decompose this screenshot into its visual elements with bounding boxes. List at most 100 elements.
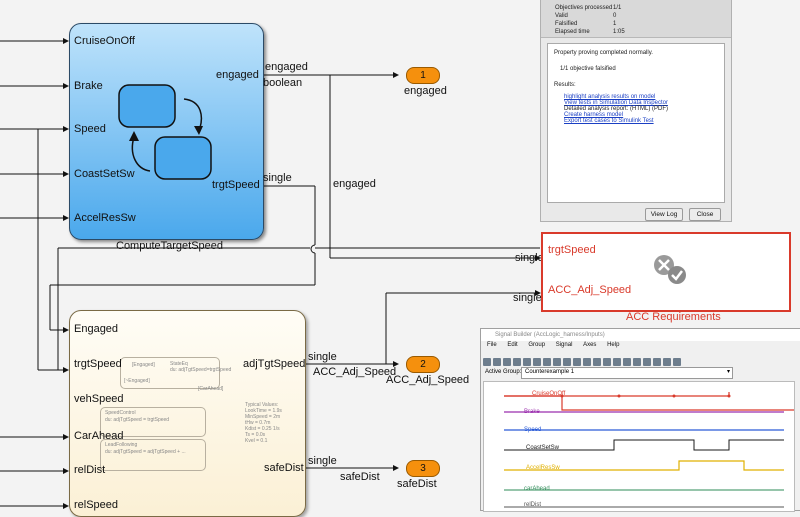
states-name: StateEq [170,361,188,367]
lead-following-action: du: adjTgtSpeed = adjTgtSpeed + ... [105,449,186,455]
signal-builder-window: Signal Builder (AccLogic_harness/Inputs)… [480,328,800,512]
requirements-block-name: ACC Requirements [626,311,721,323]
signal-cruiseonoff[interactable]: CruiseOnOff [532,391,566,397]
port-carahead-in: CarAhead [74,430,124,442]
help-icon[interactable] [673,358,681,366]
signal-traces [504,392,794,508]
signal-carahead[interactable]: carAhead [524,486,550,492]
req-port-trgtspeed: trgtSpeed [548,244,596,256]
signal-type-trgt: single [263,172,292,184]
port-engaged-out: engaged [216,69,259,81]
outport-2-label: ACC_Adj_Speed [386,374,470,386]
states-substate [120,357,220,389]
menu-file[interactable]: File [487,342,497,348]
port-brake: Brake [74,80,103,92]
square-icon[interactable] [593,358,601,366]
paste-icon[interactable] [533,358,541,366]
outport-1[interactable]: 1 [406,67,440,84]
port-vehspeed-in: vehSpeed [74,393,124,405]
active-group-label: Active Group: [485,369,522,375]
chevron-down-icon: ▾ [726,369,730,375]
carahead-guard: [CarAhead] [198,386,224,392]
play-icon[interactable] [633,358,641,366]
zoom-icon[interactable] [623,358,631,366]
states-action: du: adjTgtSpeed=trgtSpeed [170,367,232,373]
signal-type-req2: single [513,292,542,304]
toolbar [483,353,800,366]
port-speed: Speed [74,123,106,135]
signal-type-safe: single [308,455,337,467]
acc-logic-chart[interactable]: StateEq du: adjTgtSpeed=trgtSpeed [Engag… [69,310,306,517]
menu-signal[interactable]: Signal [555,342,573,348]
stop-icon[interactable] [653,358,661,366]
line-icon[interactable] [563,358,571,366]
signal-label-engaged-vertical: engaged [333,178,376,190]
port-trgtspeed-out: trgtSpeed [212,179,260,191]
signal-type-req1: single [515,252,544,264]
engaged-guard: [Engaged] [132,362,155,368]
undo-icon[interactable] [543,358,551,366]
outport-1-label: engaged [404,85,447,97]
menu-axes[interactable]: Axes [583,342,597,348]
port-trgtspeed-in: trgtSpeed [74,358,122,370]
active-group-row: Active Group: Counterexample 1 ▾ [481,367,800,379]
port-relspeed-in: relSpeed [74,499,119,511]
link-report[interactable]: Detailed analysis report: (HTML) (PDF) [564,106,669,112]
lead-following-state [100,439,206,471]
signal-reldist[interactable]: relDist [524,502,542,508]
port-accelressw: AccelResSw [74,212,136,224]
view-log-button[interactable]: View Log [645,208,683,221]
outport-2[interactable]: 2 [406,356,440,373]
link-export[interactable]: Export test cases to Simulink Test [564,118,654,124]
link-highlight[interactable]: highlight analysis results on model [564,94,656,100]
speed-control-name: SpeedControl [105,410,136,416]
sine-icon[interactable] [613,358,621,366]
link-harness[interactable]: Create harness model [564,112,624,118]
compute-target-speed-chart[interactable] [69,23,264,240]
open-icon[interactable] [483,358,491,366]
pulse-icon[interactable] [583,358,591,366]
print-icon[interactable] [503,358,511,366]
signal-plot-area[interactable]: CruiseOnOff Brake Speed CoastSetSw Accel… [483,381,795,512]
outport-3[interactable]: 3 [406,460,440,477]
signal-label-adj: ACC_Adj_Speed [313,366,397,378]
results-text: Property proving completed normally. 1/1… [547,43,725,203]
pause-icon[interactable] [643,358,651,366]
menu-help[interactable]: Help [607,342,620,348]
not-engaged-guard: [~Engaged] [124,378,150,384]
redo-icon[interactable] [553,358,561,366]
window-title: Signal Builder (AccLogic_harness/Inputs) [481,329,800,341]
port-engaged-in: Engaged [74,323,119,335]
port-adjtgtspeed-out: adjTgtSpeed [243,358,306,370]
typical-values-note: Typical Values: LookTime = 1.9s MinSpeed… [245,402,282,444]
signal-brake[interactable]: Brake [524,409,540,415]
speed-control-action: du: adjTgtSpeed = trgtSpeed [105,417,170,423]
active-group-select[interactable]: Counterexample 1 ▾ [521,367,733,379]
save-icon[interactable] [493,358,501,366]
step-icon[interactable] [573,358,581,366]
menu-group[interactable]: Group [528,342,546,348]
menu-bar: File Edit Group Signal Axes Help [481,342,800,352]
ramp-icon[interactable] [603,358,611,366]
port-safedist-out: safeDist [264,462,304,474]
signal-accelressw[interactable]: AccelResSw [526,465,560,471]
close-button[interactable]: Close [689,208,721,221]
signal-type-adj: single [308,351,337,363]
scope-icon[interactable] [663,358,671,366]
acc-requirements-block[interactable]: trgtSpeed ACC_Adj_Speed [541,232,791,312]
port-reldist-in: relDist [74,464,106,476]
req-port-adj: ACC_Adj_Speed [548,284,632,296]
menu-edit[interactable]: Edit [507,342,518,348]
lead-following-name: LeadFollowing [105,442,138,448]
link-sdi[interactable]: View tests in Simulation Data Inspector [564,100,668,106]
signal-coastsetsw[interactable]: CoastSetSw [526,445,560,451]
signal-speed[interactable]: Speed [524,427,542,433]
speed-control-state [100,407,206,437]
copy-icon[interactable] [523,358,531,366]
signal-label-engaged: engaged [265,61,308,73]
requirements-status-icon [654,255,686,284]
cut-icon[interactable] [513,358,521,366]
signal-type-boolean: boolean [263,77,303,89]
